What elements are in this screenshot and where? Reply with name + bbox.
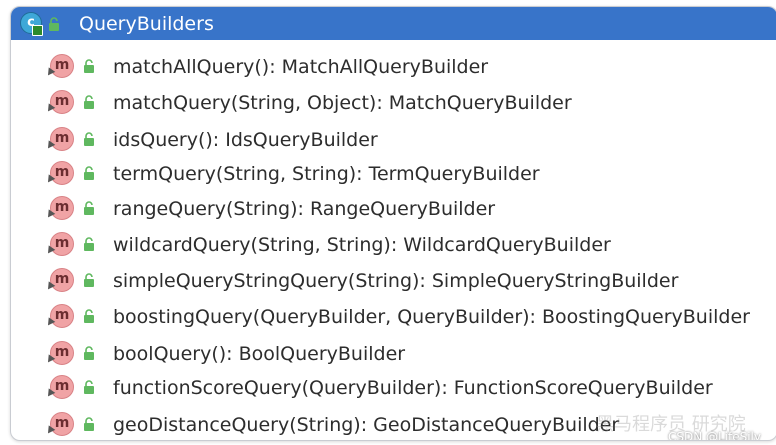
- method-signature: idsQuery(): IdsQueryBuilder: [113, 129, 378, 151]
- method-signature: simpleQueryStringQuery(String): SimpleQu…: [113, 270, 679, 292]
- method-icon: m: [44, 196, 74, 220]
- public-lock-icon: [84, 346, 94, 360]
- method-row[interactable]: m rangeQuery(String): RangeQueryBuilder: [11, 192, 776, 226]
- method-row[interactable]: m idsQuery(): IdsQueryBuilder: [11, 123, 776, 157]
- method-icon: m: [44, 375, 74, 399]
- method-icon-letter: m: [54, 164, 70, 180]
- public-lock-icon: [84, 237, 94, 251]
- public-lock-icon: [84, 417, 94, 431]
- public-lock-icon: [84, 380, 94, 394]
- static-pin-icon: [44, 281, 56, 292]
- method-icon: m: [44, 304, 74, 328]
- method-icon: m: [44, 412, 74, 436]
- method-icon-letter: m: [54, 93, 70, 109]
- static-pin-icon: [44, 388, 56, 399]
- static-pin-icon: [44, 209, 56, 220]
- method-icon: m: [44, 341, 74, 365]
- static-pin-icon: [44, 245, 56, 256]
- method-signature: matchAllQuery(): MatchAllQueryBuilder: [113, 56, 489, 78]
- method-icon: m: [44, 232, 74, 256]
- method-signature: matchQuery(String, Object): MatchQueryBu…: [113, 92, 572, 114]
- public-lock-icon: [84, 166, 94, 180]
- method-row[interactable]: m boolQuery(): BoolQueryBuilder: [11, 337, 776, 371]
- public-lock-icon: [84, 309, 94, 323]
- credit-text: CSDN @LifeSily: [667, 430, 761, 441]
- public-lock-icon: [49, 17, 59, 31]
- method-signature: functionScoreQuery(QueryBuilder): Functi…: [113, 377, 713, 399]
- class-icon-letter: c: [27, 15, 35, 30]
- method-signature: boolQuery(): BoolQueryBuilder: [113, 343, 406, 365]
- method-icon-letter: m: [54, 57, 70, 73]
- method-signature: boostingQuery(QueryBuilder, QueryBuilder…: [113, 306, 750, 328]
- method-icon-letter: m: [54, 271, 70, 287]
- class-icon: c: [20, 12, 43, 36]
- public-lock-icon: [84, 201, 94, 215]
- method-signature: rangeQuery(String): RangeQueryBuilder: [113, 198, 496, 220]
- structure-popup: c QueryBuilders m matchAllQuery(): MatchA…: [10, 6, 776, 441]
- method-icon: m: [44, 54, 74, 78]
- public-lock-icon: [84, 59, 94, 73]
- method-row[interactable]: m functionScoreQuery(QueryBuilder): Funct…: [11, 371, 776, 405]
- method-icon-letter: m: [54, 378, 70, 394]
- method-icon-letter: m: [54, 415, 70, 431]
- method-icon: m: [44, 161, 74, 185]
- static-pin-icon: [44, 317, 56, 328]
- static-pin-icon: [44, 67, 56, 78]
- method-row[interactable]: m wildcardQuery(String, String): Wildcard…: [11, 228, 776, 262]
- method-signature: termQuery(String, String): TermQueryBuil…: [113, 163, 540, 185]
- method-icon-letter: m: [54, 199, 70, 215]
- public-lock-icon: [84, 132, 94, 146]
- class-title: QueryBuilders: [79, 13, 214, 35]
- static-pin-icon: [44, 140, 56, 151]
- method-icon: m: [44, 268, 74, 292]
- method-row[interactable]: m simpleQueryStringQuery(String): SimpleQ…: [11, 264, 776, 298]
- method-signature: wildcardQuery(String, String): WildcardQ…: [113, 234, 611, 256]
- class-pin-icon: [32, 25, 43, 36]
- method-row[interactable]: m matchAllQuery(): MatchAllQueryBuilder: [11, 50, 776, 84]
- method-signature: geoDistanceQuery(String): GeoDistanceQue…: [113, 414, 620, 436]
- method-row[interactable]: m geoDistanceQuery(String): GeoDistanceQu…: [11, 408, 776, 440]
- static-pin-icon: [44, 103, 56, 114]
- static-pin-icon: [44, 354, 56, 365]
- method-row[interactable]: m termQuery(String, String): TermQueryBui…: [11, 157, 776, 191]
- class-header[interactable]: c QueryBuilders: [11, 7, 776, 40]
- public-lock-icon: [84, 95, 94, 109]
- method-icon-letter: m: [54, 235, 70, 251]
- method-icon-letter: m: [54, 344, 70, 360]
- method-icon: m: [44, 127, 74, 151]
- method-icon-letter: m: [54, 130, 70, 146]
- static-pin-icon: [44, 425, 56, 436]
- public-lock-icon: [84, 273, 94, 287]
- watermark: 黑马程序员 研究院: [596, 414, 746, 435]
- static-pin-icon: [44, 174, 56, 185]
- method-icon-letter: m: [54, 307, 70, 323]
- method-icon: m: [44, 90, 74, 114]
- method-row[interactable]: m boostingQuery(QueryBuilder, QueryBuilde…: [11, 300, 776, 334]
- method-row[interactable]: m matchQuery(String, Object): MatchQueryB…: [11, 86, 776, 120]
